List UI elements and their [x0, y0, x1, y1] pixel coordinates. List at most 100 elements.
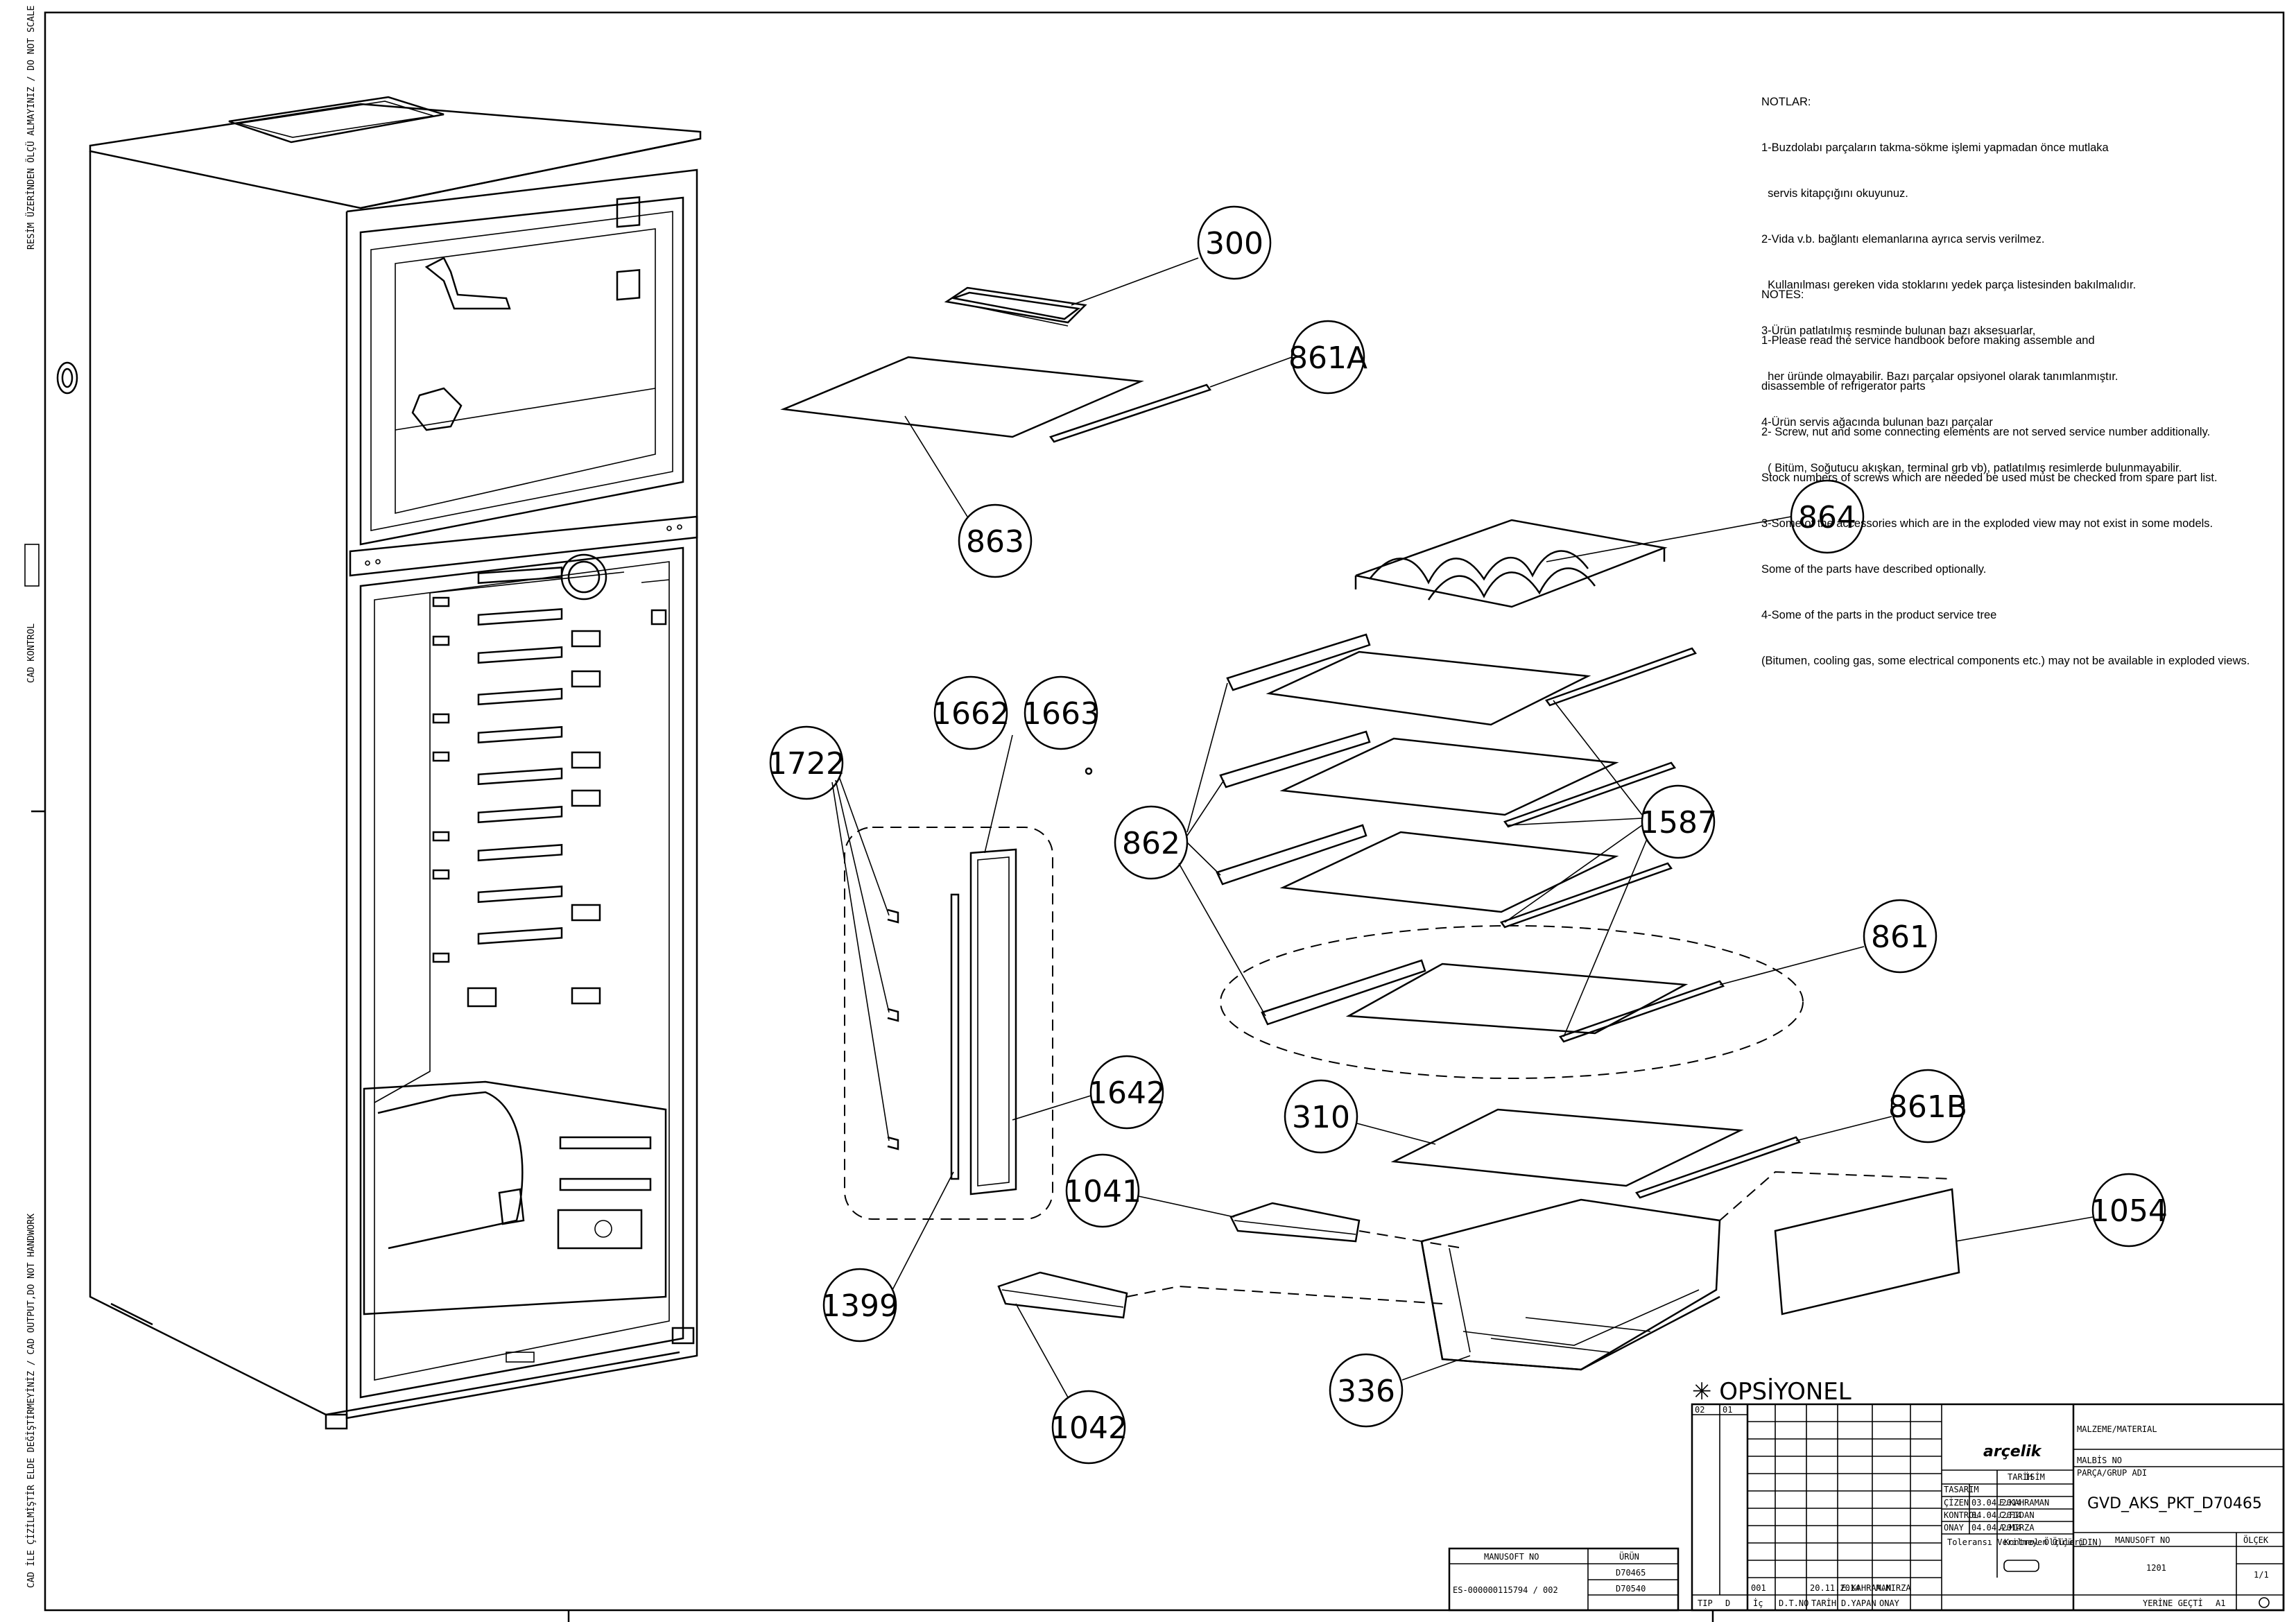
callout-310: 310 [1284, 1079, 1436, 1154]
notes-en-line: 2- Screw, nut and some connecting elemen… [1761, 426, 2211, 438]
wine-rack-part [1354, 519, 1668, 608]
door-rail-parts [887, 848, 1017, 1196]
callout-864: 864 [1546, 479, 1865, 562]
notes-tr-line: Kullanılması gereken vida stoklarını yed… [1761, 279, 2137, 291]
pt-product: D70465 [1616, 1568, 1646, 1578]
drawing-frame [44, 11, 2285, 1612]
callout-861a: 861A [1209, 320, 1367, 395]
callout-label-1662: 1662 [932, 696, 1010, 732]
callout-1722: 1722 [768, 725, 890, 1141]
material-label: MALZEME/MATERIAL [2077, 1424, 2157, 1434]
callout-863: 863 [904, 415, 1033, 578]
callout-label-1041: 1041 [1064, 1174, 1141, 1209]
callout-1041: 1041 [1064, 1153, 1235, 1228]
callout-label-863: 863 [966, 524, 1024, 560]
tarih-header: TARİH [2008, 1472, 2032, 1482]
callout-label-861: 861 [1871, 920, 1929, 955]
revision-code: 02 [1695, 1405, 1704, 1415]
brand-logo: arçelik [1983, 1443, 2042, 1460]
revision-date: 20.11.2014 [1810, 1583, 1860, 1593]
crisper-front-1054 [1774, 1188, 1960, 1315]
cad-control-box [24, 544, 40, 587]
revision-no: 001 [1751, 1583, 1766, 1593]
callout-label-861b: 861B [1888, 1089, 1967, 1125]
rev-footer: D [1725, 1598, 1730, 1608]
part-name: GVD_AKS_PKT_D70465 [2087, 1495, 2262, 1512]
crisper-slide-1041 [1229, 1202, 1361, 1243]
callout-336: 336 [1329, 1353, 1471, 1428]
callout-1399: 1399 [821, 1171, 954, 1343]
callout-label-1587: 1587 [1639, 805, 1717, 840]
rev-footer: ONAY [1879, 1598, 1900, 1608]
callout-861b: 861B [1795, 1069, 1967, 1144]
notes-tr-heading: NOTLAR: [1761, 96, 1811, 108]
callout-label-1642: 1642 [1088, 1076, 1166, 1111]
notes-en-line: disassemble of refrigerator parts [1761, 380, 1926, 392]
revision-drawn: E.KAHRAMAN [1841, 1583, 1891, 1593]
notes-tr-line: 3-Ürün patlatılmış resminde bulunan bazı… [1761, 325, 2036, 337]
rev-footer: TIP [1698, 1598, 1713, 1608]
trim-strip-861a [1048, 383, 1212, 443]
notes-en-heading: NOTES: [1761, 288, 1804, 301]
notes-tr-line: 1-Buzdolabı parçaların takma-sökme işlem… [1761, 141, 2109, 154]
notes-tr-line: servis kitapçığını okuyunuz. [1761, 187, 1908, 200]
name-kontrol: C.FIDAN [1999, 1510, 2035, 1520]
rev-footer: İç [1753, 1598, 1763, 1608]
role-onay: ONAY [1944, 1523, 1965, 1533]
callout-label-1054: 1054 [2090, 1193, 2168, 1229]
notes-en-line: Some of the parts have described optiona… [1761, 563, 1987, 576]
assembly-dash [1358, 1230, 1464, 1249]
callout-1662: 1662 [932, 675, 1010, 750]
ice-tray-part [944, 286, 1087, 327]
callout-1587: 1587 [1504, 700, 1717, 1037]
notes-tr-line: ( Bitüm, Soğutucu akışkan, terminal grb … [1761, 462, 2182, 474]
scale-value: 1/1 [2254, 1570, 2269, 1580]
pt-manusoft-value: ES-000000115794 / 002 [1453, 1585, 1558, 1595]
optional-zone-outline [1220, 925, 1804, 1079]
date-cizen: 03.04.2014 [1971, 1498, 2021, 1508]
ring-symbol [61, 368, 74, 388]
notes-turkish: NOTLAR: 1-Buzdolabı parçaların takma-sök… [1761, 64, 2182, 491]
revision-approved: A.MIRZA [1876, 1583, 1911, 1593]
projection-icon [2259, 1597, 2270, 1608]
ring-symbol [56, 361, 78, 395]
rev-footer: D.T.NO [1779, 1598, 1809, 1608]
optional-door-group-outline [844, 827, 1053, 1220]
notes-tr-line: 4-Ürün servis ağacında bulunan bazı parç… [1761, 416, 1993, 429]
optional-label: ✳ OPSİYONEL [1692, 1378, 1852, 1406]
rev-footer: TARİH [1811, 1598, 1836, 1608]
pt-urun-header: ÜRÜN [1619, 1551, 1639, 1562]
rev-footer: D.YAPAN [1841, 1598, 1876, 1608]
role-kontrol: KONTROL [1944, 1510, 1979, 1520]
malbis-label: MALBİS NO [2077, 1455, 2122, 1465]
kontrol-olculeri-label: Kontrol Ölçüleri [2004, 1536, 2084, 1547]
notes-en-line: Stock numbers of screws which are needed… [1761, 472, 2218, 484]
trim-strip-861b [1635, 1136, 1801, 1199]
crisper-slide-1042 [997, 1271, 1128, 1319]
callout-861: 861 [1719, 899, 1937, 985]
sheet-size: A1 [2216, 1598, 2225, 1608]
callout-862: 862 [1114, 682, 1266, 1017]
callout-300: 300 [1071, 205, 1272, 306]
callout-label-1042: 1042 [1050, 1410, 1128, 1446]
pt-manusoft-header: MANUSOFT NO [1484, 1552, 1539, 1562]
date-onay: 04.04.2014 [1971, 1523, 2021, 1533]
callout-1042: 1042 [1015, 1303, 1128, 1465]
callout-1054: 1054 [1955, 1173, 2168, 1248]
callout-label-300: 300 [1205, 226, 1263, 261]
title-block: arçelik MALZEME/MATERIAL MALBİS NO PARÇA… [1691, 1403, 2285, 1612]
callout-label-864: 864 [1798, 500, 1856, 535]
callout-label-336: 336 [1337, 1374, 1395, 1409]
manusoft-label: MANUSOFT NO [2115, 1535, 2170, 1545]
name-cizen: E.KAHRAMAN [1999, 1498, 2049, 1508]
screw-dot [1085, 767, 1093, 775]
glass-shelf-310 [1390, 1108, 1744, 1187]
callout-label-1722: 1722 [768, 746, 845, 782]
callout-label-862: 862 [1122, 826, 1180, 861]
isim-header: İSİM [2025, 1472, 2045, 1482]
crisper-drawer-336 [1420, 1198, 1721, 1371]
refrigerator-cabinet [89, 96, 702, 1430]
glass-shelves-stack [1216, 633, 1725, 1043]
callout-label-310: 310 [1292, 1100, 1350, 1135]
